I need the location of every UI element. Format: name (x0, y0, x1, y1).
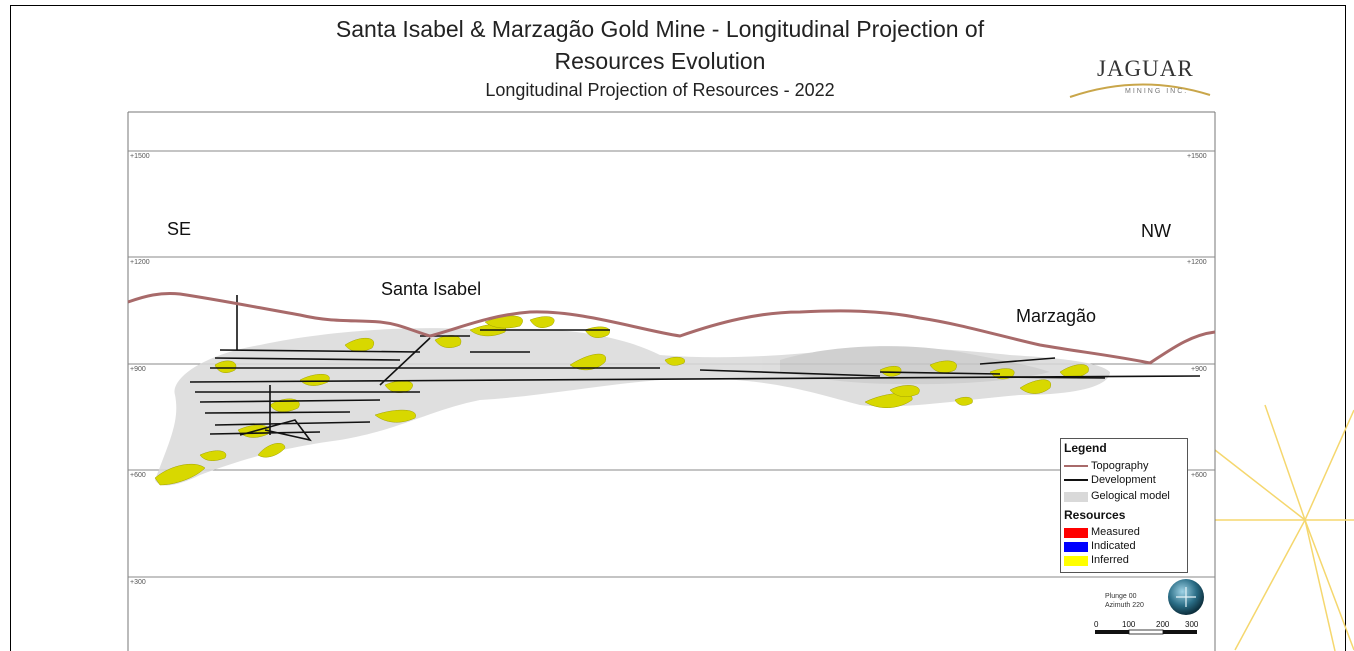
jaguar-logo-swoosh (1069, 83, 1211, 98)
decorative-lines (1215, 404, 1354, 651)
legend-measured: Measured (1091, 526, 1140, 538)
scale-label-300: 300 (1185, 620, 1199, 629)
elev-300-left: +300 (130, 579, 146, 586)
scale-label-0: 0 (1094, 620, 1099, 629)
elev-600-left: +600 (130, 472, 146, 479)
scale-label-200: 200 (1156, 620, 1170, 629)
elev-900-right: +900 (1191, 366, 1207, 373)
elev-600-right: +600 (1191, 472, 1207, 479)
elev-1500-right: +1500 (1187, 153, 1207, 160)
legend-inferred: Inferred (1091, 554, 1129, 566)
subtitle: Longitudinal Projection of Resources - 2… (485, 80, 835, 100)
figure-frame (10, 5, 1346, 651)
globe-compass-icon (1168, 579, 1204, 615)
elev-900-left: +900 (130, 366, 146, 373)
topography-swatch (1064, 465, 1088, 467)
title-line-1: Santa Isabel & Marzagão Gold Mine - Long… (335, 16, 985, 42)
logo-subtitle: MINING INC. (1125, 88, 1189, 95)
legend-topography: Topography (1091, 460, 1149, 472)
inferred-swatch (1064, 556, 1088, 566)
legend-title: Legend (1064, 441, 1107, 455)
label-marzagao: Marzagão (1016, 306, 1097, 326)
elev-1500-left: +1500 (130, 153, 150, 160)
legend-box: Legend Topography Development Gelogical … (1060, 438, 1188, 573)
direction-nw: NW (1141, 221, 1171, 241)
label-santa-isabel: Santa Isabel (381, 279, 482, 299)
legend-development: Development (1091, 474, 1156, 486)
geological-model-swatch (1064, 492, 1088, 502)
topography-line (127, 292, 1216, 365)
azimuth-label: Azimuth 220 (1105, 602, 1144, 609)
legend-geological-model: Gelogical model (1091, 490, 1170, 502)
elev-1200-right: +1200 (1187, 259, 1207, 266)
scale-label-100: 100 (1122, 620, 1136, 629)
scale-bar (1095, 629, 1197, 635)
plunge-label: Plunge 00 (1105, 593, 1137, 600)
logo-name: JAGUAR (1097, 56, 1194, 81)
development-swatch (1064, 479, 1088, 481)
elev-1200-left: +1200 (130, 259, 150, 266)
direction-se: SE (167, 219, 192, 239)
development-workings (189, 295, 1201, 442)
legend-indicated: Indicated (1091, 540, 1136, 552)
orientation-text: Plunge 00 Azimuth 220 (1105, 592, 1144, 610)
title-line-2: Resources Evolution (554, 48, 766, 74)
indicated-swatch (1064, 542, 1088, 552)
legend-resources-title: Resources (1064, 508, 1126, 522)
measured-swatch (1064, 528, 1088, 538)
